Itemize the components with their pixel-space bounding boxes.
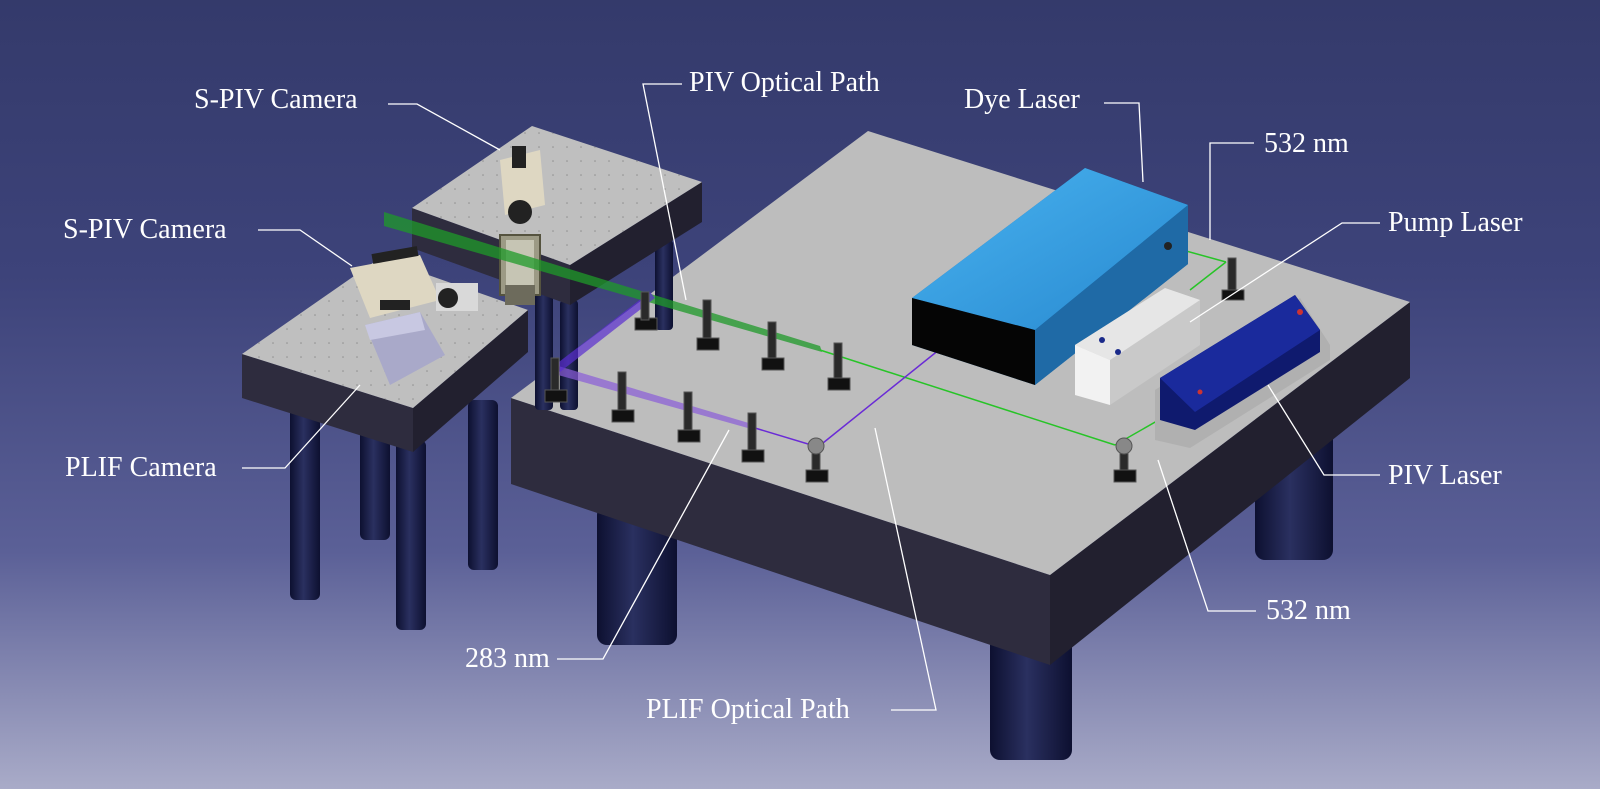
leader-dye-laser bbox=[1104, 102, 1144, 183]
table-leg bbox=[468, 400, 498, 570]
spiv-camera-side bbox=[350, 246, 478, 318]
mirror-mount bbox=[611, 371, 635, 423]
piv-laser bbox=[1155, 295, 1330, 448]
leader-plif-camera bbox=[242, 384, 361, 469]
table-front-side bbox=[242, 354, 413, 452]
mirror-mount bbox=[805, 437, 829, 483]
leader-piv-optical-path bbox=[642, 83, 687, 301]
mirror-mount bbox=[696, 299, 720, 351]
leader-spiv-camera-top bbox=[388, 103, 501, 151]
leader-283 bbox=[557, 429, 730, 660]
leader-piv-laser bbox=[1267, 384, 1380, 476]
plif-camera bbox=[365, 300, 445, 385]
leader-pump-laser bbox=[1189, 222, 1380, 323]
mirror-mount bbox=[677, 391, 701, 443]
mirror-mount bbox=[741, 412, 765, 463]
test-section bbox=[499, 234, 541, 305]
beam-283 bbox=[754, 427, 819, 448]
leader-lines bbox=[242, 83, 1380, 711]
mirror-mount bbox=[761, 321, 785, 371]
plif-sheet-upper bbox=[555, 292, 655, 372]
table-leg bbox=[535, 290, 553, 410]
label-piv-laser: PIV Laser bbox=[1388, 460, 1502, 491]
mirror-mount bbox=[1221, 257, 1245, 301]
beam-532 bbox=[819, 349, 1116, 446]
label-spiv-camera-mid: S-PIV Camera bbox=[63, 214, 227, 245]
beam-532-pump bbox=[1189, 261, 1227, 291]
label-283: 283 nm bbox=[465, 643, 550, 674]
leader-plif-optical-path bbox=[874, 427, 937, 711]
mirror-mount bbox=[634, 291, 658, 331]
table-right-side bbox=[413, 310, 528, 452]
table-leg bbox=[360, 420, 390, 540]
mirror-mount bbox=[544, 357, 568, 403]
table-leg bbox=[597, 505, 677, 645]
optical-mounts bbox=[544, 257, 1245, 483]
label-piv-optical-path: PIV Optical Path bbox=[689, 67, 880, 98]
leader-532-top bbox=[1209, 142, 1254, 240]
mirror-mount bbox=[1113, 437, 1137, 483]
leader-532-bottom bbox=[1157, 459, 1256, 612]
table-leg bbox=[655, 240, 673, 330]
mirror-mount bbox=[827, 342, 851, 391]
spiv-camera-back bbox=[500, 146, 545, 224]
label-spiv-camera-top: S-PIV Camera bbox=[194, 84, 358, 115]
table-front-side bbox=[511, 398, 1050, 665]
pump-laser bbox=[1075, 288, 1200, 405]
label-dye-laser: Dye Laser bbox=[964, 84, 1080, 115]
table-leg bbox=[396, 440, 426, 630]
label-plif-camera: PLIF Camera bbox=[65, 452, 217, 483]
label-pump-laser: Pump Laser bbox=[1388, 207, 1523, 238]
label-532-top: 532 nm bbox=[1264, 128, 1349, 159]
dye-laser-front-face bbox=[912, 298, 1035, 385]
label-plif-optical-path: PLIF Optical Path bbox=[646, 694, 850, 725]
label-532-bottom: 532 nm bbox=[1266, 595, 1351, 626]
leader-spiv-camera-mid bbox=[258, 229, 353, 267]
piv-light-sheet bbox=[384, 212, 822, 352]
dye-laser bbox=[912, 168, 1188, 385]
table-right-side bbox=[1050, 302, 1410, 665]
plif-light-sheet bbox=[555, 365, 755, 430]
